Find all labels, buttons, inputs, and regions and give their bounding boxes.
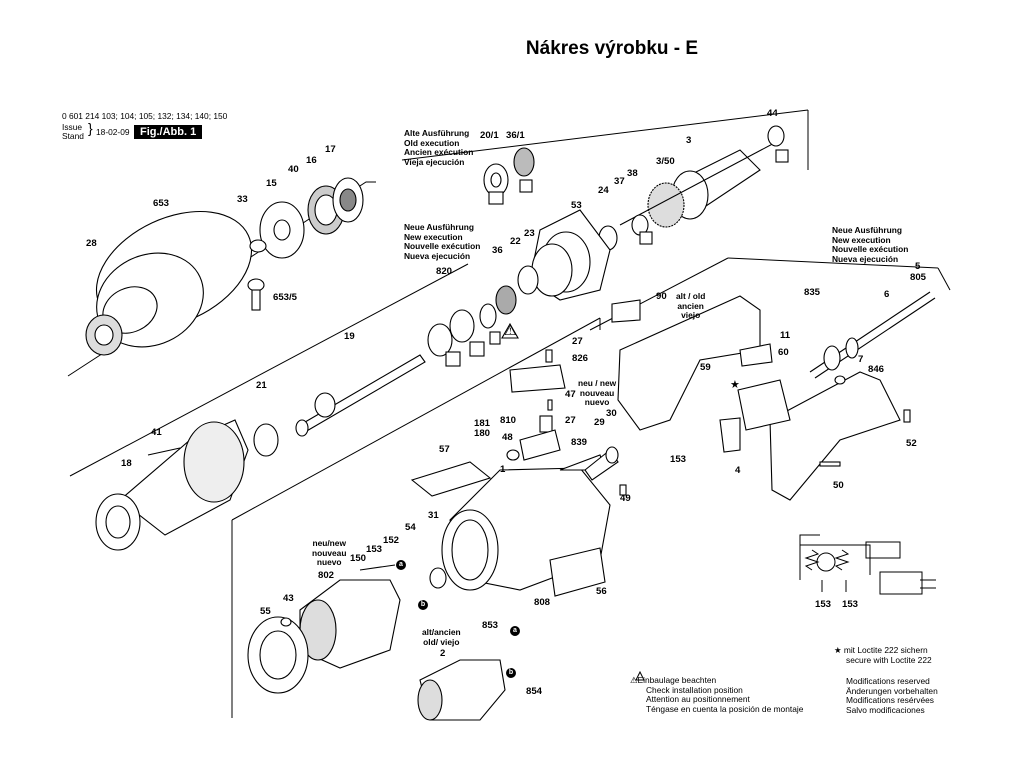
part-label: 150 — [350, 553, 367, 564]
part-label: 820 — [436, 266, 453, 277]
part-label: 47 — [565, 389, 576, 400]
part-label: 54 — [405, 522, 416, 533]
loctite-notes: ★ mit Loctite 222 sichern secure with Lo… — [834, 645, 932, 665]
part-label: 808 — [534, 597, 551, 608]
part-label: 1 — [500, 464, 506, 475]
part-label: 810 — [500, 415, 517, 426]
part-label: 2 — [440, 648, 446, 659]
part-label: 27 — [572, 336, 583, 347]
part-label: 181 — [474, 418, 491, 429]
part-label: 5 — [915, 261, 921, 272]
part-label: 153 — [815, 599, 832, 610]
marker-a-circle: a — [396, 560, 406, 570]
part-label: 802 — [318, 570, 335, 581]
part-label: 57 — [439, 444, 450, 455]
part-label: 4 — [735, 465, 741, 476]
part-label: 846 — [868, 364, 885, 375]
brace-icon: } — [88, 120, 93, 136]
part-label: 28 — [86, 238, 97, 249]
installation-notes: ⚠Einbaulage beachten Check installation … — [630, 675, 804, 714]
part-label: 60 — [778, 347, 789, 358]
part-label: 180 — [474, 428, 491, 439]
part-label: 826 — [572, 353, 589, 364]
fig-label: Fig./Abb. 1 — [134, 125, 203, 139]
part-label: 22 — [510, 236, 521, 247]
warning-triangle-icon: ⚠ — [504, 322, 517, 338]
part-label: 90 — [656, 291, 667, 302]
part-label: 153 — [842, 599, 859, 610]
part-label: 27 — [565, 415, 576, 426]
stand-label: Stand — [62, 131, 84, 141]
part-label: 41 — [151, 427, 162, 438]
part-label: 38 — [627, 168, 638, 179]
part-label: 6 — [884, 289, 890, 300]
part-label: 43 — [283, 593, 294, 604]
part-label: 653 — [153, 198, 170, 209]
issue-label: Issue — [62, 122, 83, 132]
warning-triangle-icon: ⚠ — [630, 675, 638, 685]
star-icon: ★ — [730, 379, 740, 391]
marker-a-circle: a — [510, 626, 520, 636]
part-label: 48 — [502, 432, 513, 443]
part-label: 3/50 — [656, 156, 675, 167]
part-label: 59 — [700, 362, 711, 373]
marker-b-circle: b — [506, 668, 516, 678]
part-label: 805 — [910, 272, 927, 283]
part-label: 7 — [858, 354, 864, 365]
part-label: 653/5 — [273, 292, 298, 303]
part-label: 44 — [767, 108, 778, 119]
part-label: 839 — [571, 437, 588, 448]
part-label: 31 — [428, 510, 439, 521]
part-label: 16 — [306, 155, 317, 166]
model-numbers: 0 601 214 103; 104; 105; 132; 134; 140; … — [62, 111, 228, 121]
part-label: 36 — [492, 245, 503, 256]
part-label: 53 — [571, 200, 582, 211]
part-label: 24 — [598, 185, 609, 196]
part-label: 153 — [670, 454, 687, 465]
part-label: 152 — [383, 535, 400, 546]
part-label: 33 — [237, 194, 248, 205]
part-label: 854 — [526, 686, 543, 697]
page-title: Nákres výrobku - E — [525, 38, 699, 59]
part-label: 52 — [906, 438, 917, 449]
part-label: 18 — [121, 458, 132, 469]
issue-date: 18-02-09 — [96, 127, 130, 137]
part-label: 17 — [325, 144, 336, 155]
motor-cover-653 — [85, 210, 253, 356]
part-label: 55 — [260, 606, 271, 617]
part-label: 835 — [804, 287, 821, 298]
part-label: 50 — [833, 480, 844, 491]
part-label: 29 — [594, 417, 605, 428]
part-label: 153 — [366, 544, 383, 555]
part-label: 11 — [780, 330, 791, 341]
marker-b-circle: b — [418, 600, 428, 610]
part-label: 56 — [596, 586, 607, 597]
part-label: 15 — [266, 178, 277, 189]
part-label: 40 — [288, 164, 299, 175]
part-label: 853 — [482, 620, 499, 631]
part-label: 20/1 — [480, 130, 499, 141]
part-label: 21 — [256, 380, 267, 391]
part-label: 37 — [614, 176, 625, 187]
part-label: 23 — [524, 228, 535, 239]
part-label: 36/1 — [506, 130, 525, 141]
part-label: 49 — [620, 493, 631, 504]
part-label: 19 — [344, 331, 355, 342]
part-label: 30 — [606, 408, 617, 419]
part-label: 3 — [686, 135, 692, 146]
star-icon: ★ — [834, 645, 842, 655]
